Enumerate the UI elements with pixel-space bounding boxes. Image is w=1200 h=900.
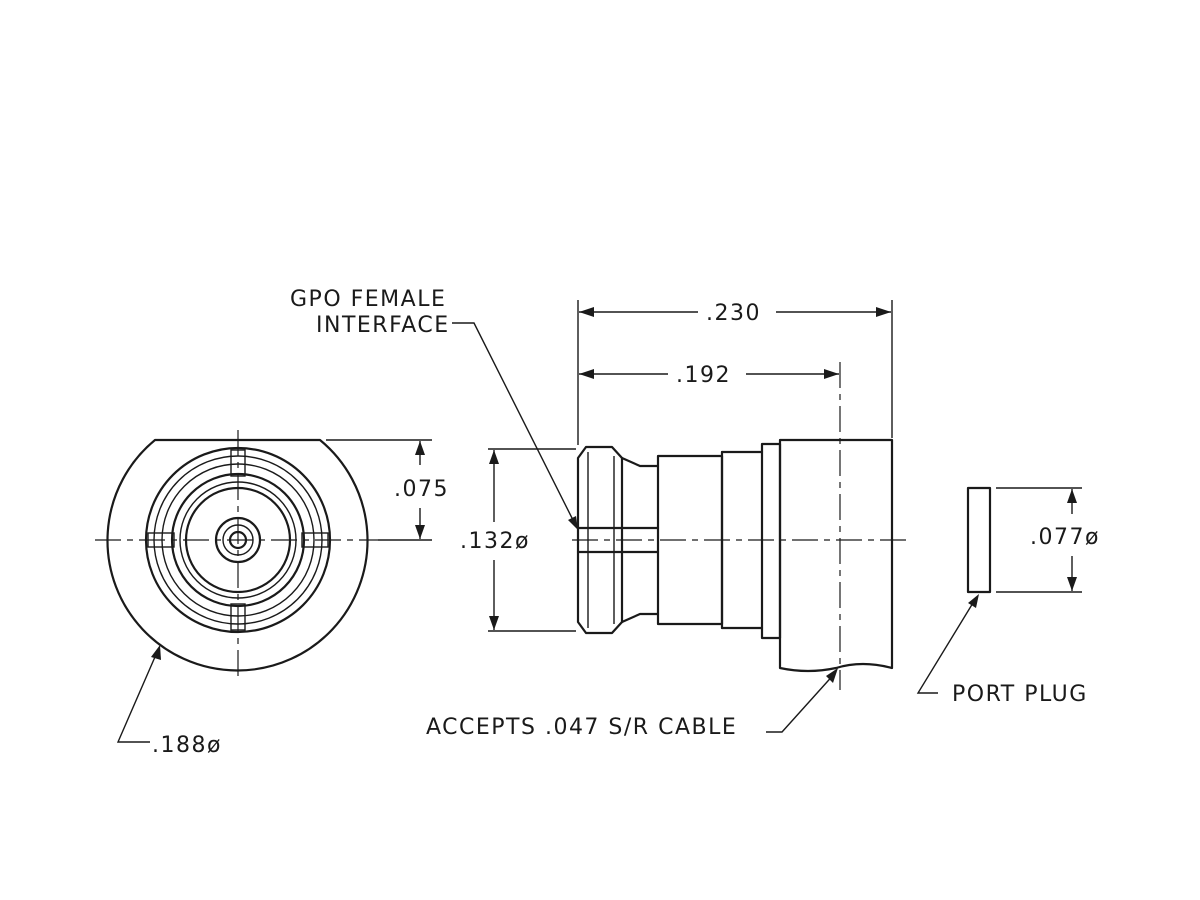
end-view-contact-outer: [214, 516, 262, 564]
dim-132-arrow-bottom: [489, 616, 499, 630]
end-view-ring-3: [161, 463, 315, 617]
dim-132-label: .132ø: [460, 529, 530, 554]
dim-077-label: .077ø: [1030, 525, 1100, 550]
dim-077-arrow-bottom: [1067, 577, 1077, 591]
end-view: .075 .188ø: [95, 430, 449, 758]
gpo-leader: [452, 322, 577, 527]
accepts-leader-arrow: [826, 668, 838, 683]
end-view-outline: [106, 438, 369, 672]
dim-192-arrow-left: [579, 369, 594, 379]
end-view-ring-6: [184, 486, 292, 594]
dim-188-leader: [116, 649, 159, 743]
end-view-slot-bottom: [230, 603, 246, 631]
interface-head: [576, 445, 624, 635]
end-view-slot-right: [301, 532, 329, 548]
dim-075-label: .075: [394, 477, 449, 502]
end-view-ring-1: [144, 446, 332, 634]
end-view-ring-2: [153, 455, 323, 625]
end-view-ring-4: [170, 472, 306, 608]
neck-bottom: [620, 612, 660, 624]
dim-188-label: .188ø: [152, 733, 222, 758]
gpo-label-line1: GPO FEMALE: [290, 287, 446, 312]
port-plug-label: PORT PLUG: [952, 682, 1088, 707]
end-view-slot-left: [147, 532, 175, 548]
end-view-contact-inner: [228, 530, 248, 550]
dim-132-arrow-top: [489, 450, 499, 464]
port-plug-arrow: [968, 594, 979, 608]
gpo-label-line2: INTERFACE: [316, 313, 450, 338]
dim-192-label: .192: [676, 363, 731, 388]
port-plug: .077ø PORT PLUG: [916, 486, 1100, 707]
end-view-ring-5: [179, 481, 297, 599]
rear-body: [778, 438, 894, 673]
dim-077-arrow-top: [1067, 489, 1077, 503]
end-view-contact-mid: [222, 524, 254, 556]
port-plug-body: [966, 486, 992, 594]
end-view-slot-top: [230, 449, 246, 477]
accepts-label: ACCEPTS .047 S/R CABLE: [426, 715, 737, 740]
gpo-leader-arrow: [568, 516, 578, 530]
accepts-leader: [766, 671, 837, 733]
neck-top: [620, 456, 660, 468]
dim-188-arrow: [151, 645, 161, 660]
dim-230-arrow-right: [876, 307, 891, 317]
dim-192-arrow-right: [824, 369, 839, 379]
step-ring: [760, 442, 782, 640]
dim-075-arrow-top: [415, 441, 425, 455]
dim-230-label: .230: [706, 301, 761, 326]
port-plug-leader: [916, 597, 977, 694]
side-view: .132ø .230 .192 GPO FEMALE INTERFACE ACC…: [290, 287, 912, 740]
dim-075-arrow-bottom: [415, 525, 425, 539]
dim-230-arrow-left: [579, 307, 594, 317]
